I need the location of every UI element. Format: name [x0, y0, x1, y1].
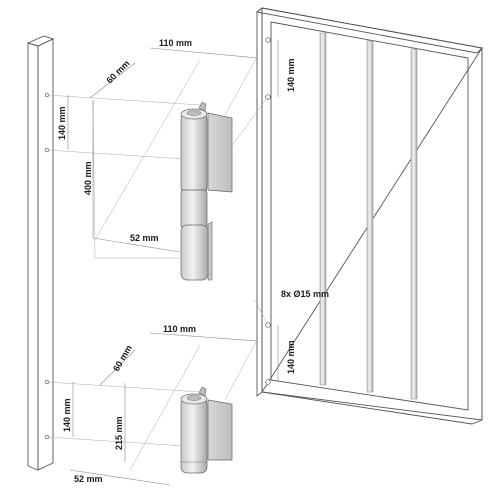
gate-post [26, 35, 55, 471]
dim-bottom-52: 52 mm [74, 474, 103, 484]
dim-bottom-110: 110 mm [163, 324, 196, 334]
dim-top-52: 52 mm [130, 233, 159, 243]
bottom-hinge [180, 386, 233, 474]
post-mounting-holes [44, 92, 50, 440]
gate-frame [255, 7, 483, 425]
dim-bottom-215: 215 mm [114, 416, 124, 450]
gate-mounting-holes [265, 37, 271, 385]
dimension-lines [46, 40, 279, 486]
dim-top-60: 60 mm [104, 58, 131, 85]
top-hinge [180, 101, 233, 281]
dim-top-110: 110 mm [159, 38, 192, 48]
dim-top-140-left: 140 mm [57, 106, 67, 140]
dim-top-140-right: 140 mm [286, 58, 296, 92]
dim-bottom-140-left: 140 mm [62, 398, 72, 432]
gate-bars [319, 32, 418, 400]
dim-bottom-60: 60 mm [111, 343, 134, 373]
dim-top-400: 400 mm [83, 161, 93, 195]
dim-holes: 8x Ø15 mm [281, 289, 329, 299]
dim-bottom-140-right: 140 mm [286, 340, 296, 374]
